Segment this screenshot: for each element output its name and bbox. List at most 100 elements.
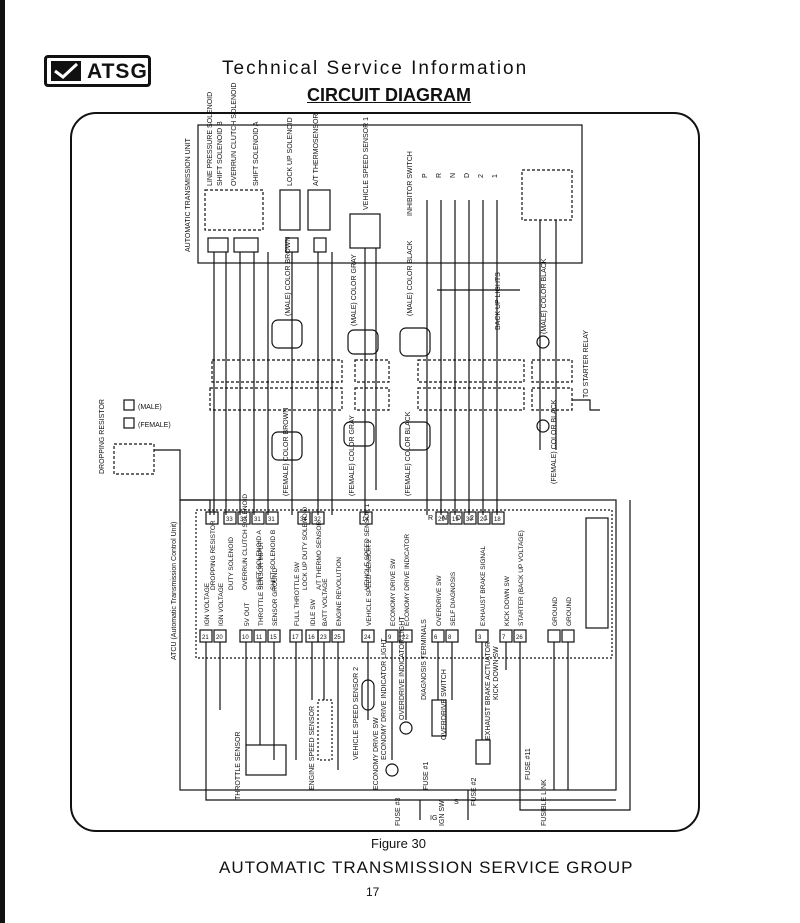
overdrive-indicator-label: OVERDRIVE INDICATOR LIGHT — [399, 616, 406, 720]
male-brown-connector-icon — [271, 319, 303, 349]
atcu-pin-label: BATT VOLTAGE — [322, 578, 329, 626]
atcu-top-pin-label: SHIFT SOLENOID A — [256, 529, 263, 590]
solenoid-group-box — [204, 189, 264, 231]
page-number: 17 — [366, 885, 380, 899]
atcu-pin-label: IGN VOLTAGE — [218, 582, 225, 626]
footer-title: AUTOMATIC TRANSMISSION SERVICE GROUP — [219, 858, 634, 877]
binding-edge — [0, 0, 5, 923]
inhibitor-position-label: 2 — [478, 174, 485, 178]
atcu-pin-label: ECONOMY DRIVE SW — [390, 558, 397, 626]
male-connector-row-1 — [211, 359, 343, 383]
atcu-top-number: 34 — [300, 517, 307, 523]
logo-text: ATSG — [87, 60, 148, 83]
shift-solenoid-a-label: SHIFT SOLENOID A — [253, 121, 260, 186]
atcu-top-pin-label: VEHICLE SPEED SENSOR 1 — [364, 503, 371, 590]
atcu-top-number: 14 — [362, 517, 369, 523]
lockup-solenoid-label: LOCK UP SOLENOID — [287, 117, 294, 186]
atcu-pin-label: EXHAUST BRAKE SIGNAL — [480, 546, 487, 626]
atcu-top-number: 32 — [314, 517, 321, 523]
atcu-top-pin-label: DROPPING RESISTOR — [210, 520, 217, 590]
atcu-pin-label: SENSOR GROUND — [272, 568, 279, 626]
male-brown-label: (MALE) COLOR BROWN — [285, 237, 292, 316]
atcu-connector-grid — [585, 517, 609, 629]
male-black-connector-icon — [399, 327, 431, 357]
connector-pin — [233, 237, 259, 253]
female-connector-row-1 — [209, 387, 343, 411]
atcu-pin-label: GROUND — [552, 597, 559, 626]
connector-pin — [207, 237, 229, 253]
inhibitor-position-label: R — [436, 173, 443, 178]
throttle-sensor-label: THROTTLE SENSOR — [235, 732, 242, 800]
atcu-top-pin-label: A/T THERMO SENSOR — [316, 521, 323, 590]
thermosensor-box — [307, 189, 331, 231]
male-gray-connector-icon — [347, 329, 379, 355]
to-starter-relay-label: TO STARTER RELAY — [583, 330, 590, 398]
atcu-top-pin-label: DUTY SOLENOID — [228, 537, 235, 590]
atcu-pin-number: 17 — [292, 635, 299, 641]
engine-speed-sensor-label: ENGINE SPEED SENSOR — [309, 706, 316, 790]
atcu-top-pin-label: OVERRUN CLUTCH SOLENOID — [242, 494, 249, 590]
overdrive-indicator-light-icon — [399, 721, 413, 735]
fuse-1-label: FUSE #1 — [423, 761, 430, 790]
male-black-2-label: (MALE) COLOR BLACK — [541, 258, 548, 334]
connector-row-2 — [354, 359, 390, 383]
shift-solenoid-b-label: SHIFT SOLENOID B — [217, 121, 224, 186]
atcu-pin-label: KICK DOWN SW — [504, 575, 511, 626]
atcu-top-pin-label: SHIFT SOLENOID B — [270, 530, 277, 590]
atcu-pin-number: 15 — [270, 635, 277, 641]
inhibitor-pin-label: D — [456, 515, 461, 522]
female-black-connector-2-icon — [536, 419, 550, 433]
atcu-pin-number: 25 — [334, 635, 341, 641]
atcu-top-number: 33 — [226, 517, 233, 523]
connector-row-6 — [531, 359, 573, 383]
atcu-top-pin-label: LOCK UP DUTY SOLENOID — [302, 506, 309, 590]
overdrive-switch-label: OVERDRIVE SWITCH — [441, 669, 448, 740]
dropping-resistor-label: DROPPING RESISTOR — [99, 399, 106, 474]
exhaust-brake-actuator-box — [475, 739, 491, 765]
atcu-pin-number: 11 — [256, 635, 263, 641]
atcu-pin-number: 26 — [516, 635, 523, 641]
backup-lights-label: BACK UP LIGHTS — [495, 272, 502, 330]
atcu-label: ATCU (Automatic Transmission Control Uni… — [171, 522, 178, 660]
atcu-pin-number: 3 — [478, 635, 482, 641]
fuse-11-label: FUSE #11 — [525, 748, 532, 780]
atcu-pin-label: OVERDRIVE SW — [436, 575, 443, 626]
inhibitor-position-label: 1 — [492, 174, 499, 178]
inhibitor-pin-number: 19 — [452, 517, 459, 523]
female-gray-connector-icon — [343, 421, 375, 447]
atcu-pin-number: 7 — [502, 635, 506, 641]
atcu-top-pin-labels: DROPPING RESISTOR DUTY SOLENOID OVERRUN CL… — [210, 494, 371, 590]
lockup-solenoid-box — [279, 189, 301, 231]
atcu-pin-label: 5V OUT — [244, 602, 251, 626]
vehicle-speed-sensor-2-icon — [361, 679, 375, 711]
female-black-label: (FEMALE) COLOR BLACK — [405, 411, 412, 496]
economy-drive-sw-label: ECONOMY DRIVE SW — [373, 717, 380, 790]
female-gray-label: (FEMALE) COLOR GRAY — [349, 415, 356, 496]
atcu-pin-label: ECONOMY DRIVE INDICATOR — [404, 534, 411, 626]
atcu-pin-number: 23 — [320, 635, 327, 641]
ign-sw-label: IGN SW — [439, 800, 446, 826]
female-brown-connector-icon — [271, 431, 303, 461]
atcu-top-pins — [205, 511, 505, 525]
diagram-title: CIRCUIT DIAGRAM — [307, 85, 471, 105]
atcu-pin-number: 24 — [364, 635, 371, 641]
male-black-label: (MALE) COLOR BLACK — [407, 240, 414, 316]
inhibitor-pin-number: 20 — [480, 517, 487, 523]
line-pressure-solenoid-label: LINE PRESSURE SOLENOID — [207, 92, 214, 186]
atcu-pin-label: VEHICLE SPEED SENSOR 2 — [366, 539, 373, 626]
diagnosis-terminals-label: DIAGNOSIS TERMINALS — [421, 619, 428, 700]
atcu-pin-block — [195, 509, 613, 659]
inhibitor-switch-box-2 — [521, 169, 573, 221]
engine-speed-sensor-box — [317, 699, 333, 761]
atcu-pin-number: 6 — [434, 635, 438, 641]
connector-row-7 — [531, 387, 573, 411]
atcu-top-number: 33 — [240, 517, 247, 523]
atcu-pin-label: IGN VOLTAGE — [204, 582, 211, 626]
male-black-connector-2-icon — [536, 335, 550, 349]
connector-row-3 — [354, 387, 390, 411]
inhibitor-pin-number: 29 — [438, 517, 445, 523]
